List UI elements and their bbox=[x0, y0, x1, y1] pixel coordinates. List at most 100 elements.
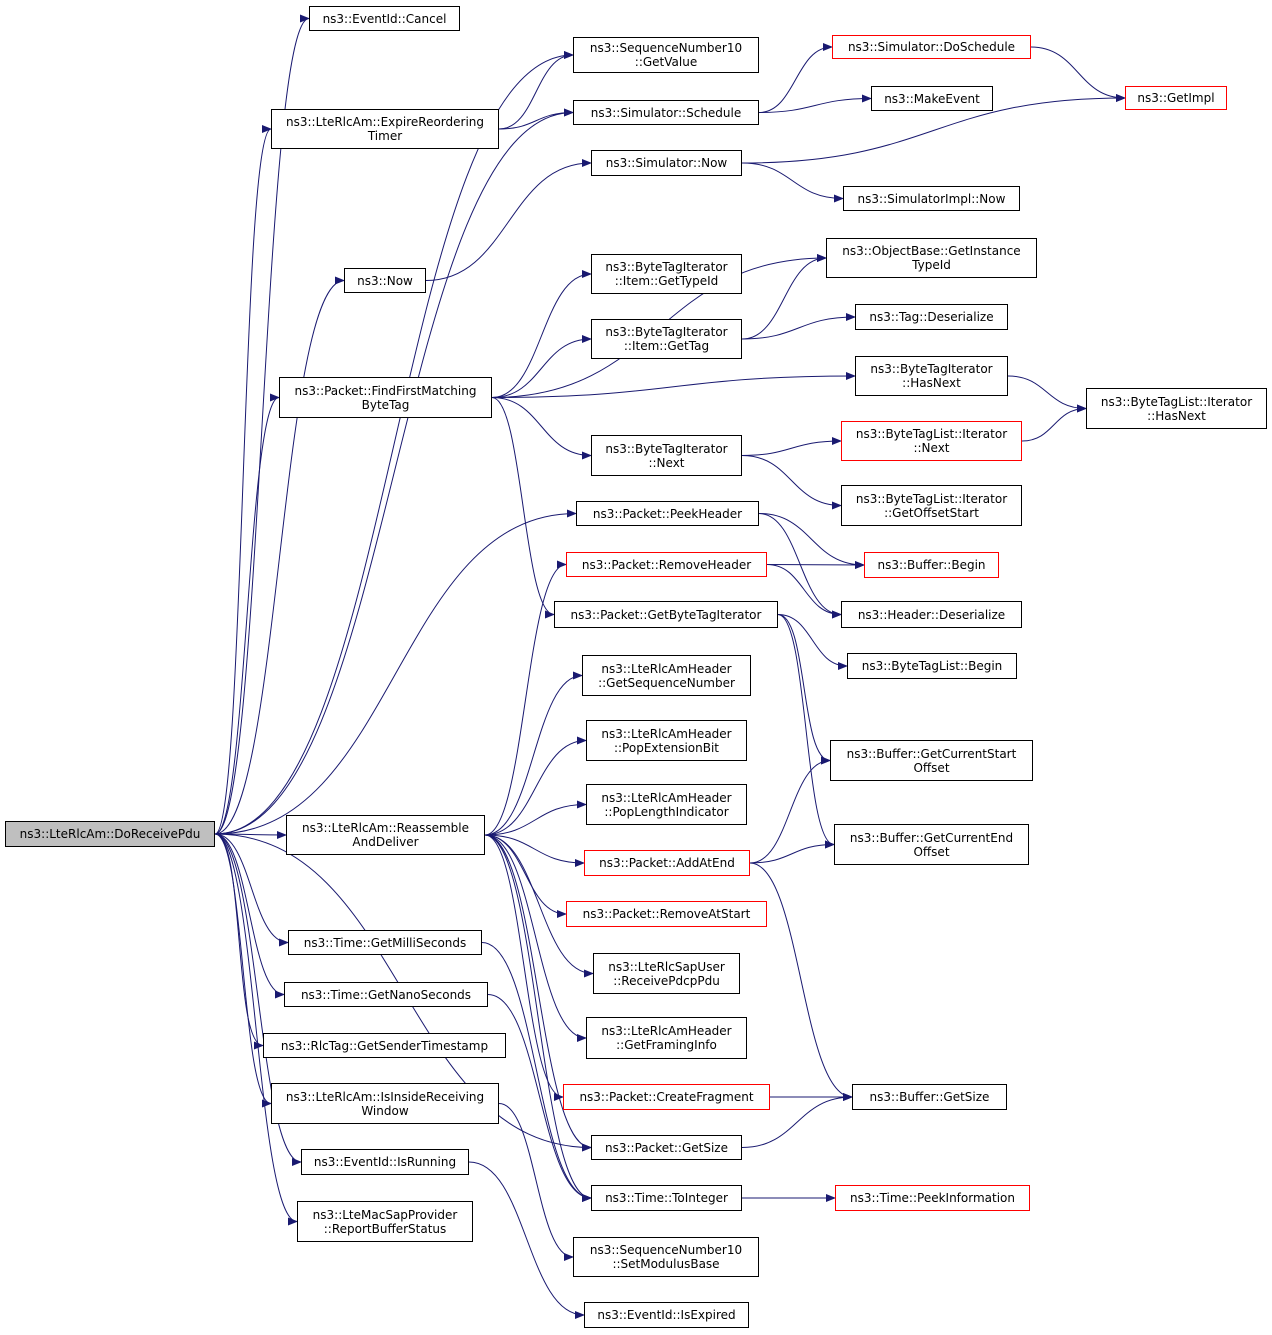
node-packet-getsize[interactable]: ns3::Packet::GetSize bbox=[591, 1135, 742, 1160]
node-ltermamheader-getsequencenumber[interactable]: ns3::LteRlcAmHeader::GetSequenceNumber bbox=[582, 655, 751, 696]
edge-bytetaglist-iterator-next-to-bytetaglist-iterator-hasnext bbox=[1021, 404, 1087, 442]
edge-packet-removeheader-to-buffer-begin bbox=[766, 560, 865, 569]
node-label: Offset bbox=[913, 844, 950, 859]
node-label: ns3::LteRlcAmHeader bbox=[601, 1024, 732, 1038]
node-label: ::GetValue bbox=[634, 55, 698, 69]
node-getimpl[interactable]: ns3::GetImpl bbox=[1125, 86, 1227, 110]
node-bytetaglist-begin[interactable]: ns3::ByteTagList::Begin bbox=[847, 653, 1017, 679]
node-label: ns3::EventId::Cancel bbox=[322, 11, 447, 26]
node-label: ::ReportBufferStatus bbox=[323, 1221, 447, 1236]
node-makeevent[interactable]: ns3::MakeEvent bbox=[871, 86, 993, 111]
node-buffer-begin[interactable]: ns3::Buffer::Begin bbox=[864, 552, 999, 578]
node-label: ns3::LteRlcAm::Reassemble bbox=[301, 821, 470, 835]
node-label: ns3::Header::Deserialize bbox=[857, 607, 1006, 622]
node-label: ns3::Time::GetNanoSeconds bbox=[300, 987, 472, 1002]
edge-bytetagiterator-item-gettag-to-tag-deserialize bbox=[741, 313, 856, 340]
edge-reassembleanddeliver-to-ltermamheader-getsequencenumber bbox=[484, 671, 583, 836]
node-bytetaglist-iterator-next[interactable]: ns3::ByteTagList::Iterator::Next bbox=[841, 421, 1022, 461]
node-packet-addatend[interactable]: ns3::Packet::AddAtEnd bbox=[584, 850, 750, 876]
node-eventid-isexpired[interactable]: ns3::EventId::IsExpired bbox=[584, 1302, 749, 1328]
edge-time-getnanoseconds-to-time-tointeger bbox=[487, 994, 592, 1202]
edge-reassembleanddeliver-to-packet-addatend bbox=[484, 834, 585, 867]
node-ltermamheader-popextensionbit[interactable]: ns3::LteRlcAmHeader::PopExtensionBit bbox=[586, 720, 747, 761]
node-bytetagiterator-item-gettypeid[interactable]: ns3::ByteTagIterator::Item::GetTypeId bbox=[591, 254, 742, 294]
edge-doreceivepdu-to-time-getnanoseconds bbox=[214, 833, 285, 999]
node-label: ::GetSequenceNumber bbox=[598, 675, 735, 690]
node-time-getnanoseconds[interactable]: ns3::Time::GetNanoSeconds bbox=[284, 982, 488, 1007]
node-simulatorimpl-now[interactable]: ns3::SimulatorImpl::Now bbox=[843, 186, 1020, 211]
node-time-tointeger[interactable]: ns3::Time::ToInteger bbox=[591, 1185, 742, 1211]
node-packet-getbytetagiterator[interactable]: ns3::Packet::GetByteTagIterator bbox=[554, 601, 778, 628]
node-label: ::HasNext bbox=[902, 376, 961, 390]
edge-reassembleanddeliver-to-packet-createfragment bbox=[484, 834, 564, 1101]
node-bytetaglist-iterator-getoffsetstart[interactable]: ns3::ByteTagList::Iterator::GetOffsetSta… bbox=[841, 485, 1022, 526]
node-label: ns3::LteRlcAmHeader bbox=[601, 661, 732, 676]
node-seqnum10-getvalue[interactable]: ns3::SequenceNumber10::GetValue bbox=[573, 37, 759, 73]
edge-ns3-now-to-simulator-now bbox=[425, 159, 592, 281]
node-buffer-getsize[interactable]: ns3::Buffer::GetSize bbox=[852, 1084, 1007, 1110]
node-label: ns3::Packet::GetByteTagIterator bbox=[570, 607, 762, 622]
edge-doreceivepdu-to-simulator-schedule bbox=[214, 108, 574, 835]
node-label: ns3::Simulator::Schedule bbox=[590, 105, 742, 120]
node-ltermamheader-poplengthindicator[interactable]: ns3::LteRlcAmHeader::PopLengthIndicator bbox=[586, 784, 747, 825]
edge-doreceivepdu-to-seqnum10-getvalue bbox=[214, 51, 574, 835]
node-simulator-doschedule[interactable]: ns3::Simulator::DoSchedule bbox=[832, 35, 1031, 59]
node-time-peekinformation[interactable]: ns3::Time::PeekInformation bbox=[835, 1185, 1030, 1211]
edge-packet-getbytetagiterator-to-buffer-getcurrentstartoffset bbox=[777, 614, 831, 765]
node-label: ns3::EventId::IsRunning bbox=[313, 1155, 457, 1169]
node-bytetaglist-iterator-hasnext[interactable]: ns3::ByteTagList::Iterator::HasNext bbox=[1086, 388, 1267, 429]
edge-packet-peekheader-to-buffer-begin bbox=[758, 513, 865, 569]
node-time-getmilliseconds[interactable]: ns3::Time::GetMilliSeconds bbox=[288, 930, 482, 955]
node-simulator-now[interactable]: ns3::Simulator::Now bbox=[591, 150, 742, 176]
node-label: ns3::ByteTagIterator bbox=[605, 260, 728, 274]
node-lterlcsapuser-receivepdcppdu[interactable]: ns3::LteRlcSapUser::ReceivePdcpPdu bbox=[593, 953, 740, 994]
node-packet-removeatstart[interactable]: ns3::Packet::RemoveAtStart bbox=[566, 901, 767, 927]
node-label: AndDeliver bbox=[352, 835, 419, 849]
node-simulator-schedule[interactable]: ns3::Simulator::Schedule bbox=[573, 100, 759, 125]
node-label: ns3::SequenceNumber10 bbox=[589, 41, 743, 55]
node-label: ns3::SimulatorImpl::Now bbox=[857, 191, 1006, 206]
node-tag-deserialize[interactable]: ns3::Tag::Deserialize bbox=[855, 304, 1008, 330]
edge-reassembleanddeliver-to-ltermamheader-getframinginfo bbox=[484, 834, 587, 1042]
node-ltemacsapprovider-reportbufferstatus[interactable]: ns3::LteMacSapProvider::ReportBufferStat… bbox=[297, 1201, 473, 1242]
node-bytetagiterator-item-gettag[interactable]: ns3::ByteTagIterator::Item::GetTag bbox=[591, 319, 742, 359]
node-packet-peekheader[interactable]: ns3::Packet::PeekHeader bbox=[576, 501, 759, 526]
node-label: ns3::Now bbox=[357, 273, 413, 288]
node-label: ns3::Packet::RemoveAtStart bbox=[582, 907, 751, 921]
node-label: ns3::LteRlcAm::DoReceivePdu bbox=[19, 827, 201, 841]
edge-doreceivepdu-to-ns3-now bbox=[214, 276, 345, 835]
node-eventid-cancel[interactable]: ns3::EventId::Cancel bbox=[309, 6, 460, 31]
node-ns3-now[interactable]: ns3::Now bbox=[344, 268, 426, 293]
node-label: ns3::ByteTagList::Begin bbox=[861, 659, 1003, 673]
node-doreceivepdu: ns3::LteRlcAm::DoReceivePdu bbox=[5, 821, 215, 847]
edge-simulator-doschedule-to-getimpl bbox=[1030, 46, 1126, 102]
node-packet-removeheader[interactable]: ns3::Packet::RemoveHeader bbox=[566, 552, 767, 577]
node-bytetagiterator-next[interactable]: ns3::ByteTagIterator::Next bbox=[591, 435, 742, 476]
node-packet-createfragment[interactable]: ns3::Packet::CreateFragment bbox=[563, 1084, 770, 1110]
node-bytetagiterator-hasnext[interactable]: ns3::ByteTagIterator::HasNext bbox=[855, 356, 1008, 396]
edge-reassembleanddeliver-to-ltermamheader-poplengthindicator bbox=[484, 800, 587, 836]
node-label: ns3::Buffer::Begin bbox=[877, 558, 986, 572]
node-label: ns3::Buffer::GetCurrentEnd bbox=[849, 830, 1014, 845]
node-seqnum10-setmodulusbase[interactable]: ns3::SequenceNumber10::SetModulusBase bbox=[573, 1237, 759, 1277]
node-label: ::GetOffsetStart bbox=[884, 505, 979, 520]
node-header-deserialize[interactable]: ns3::Header::Deserialize bbox=[841, 601, 1022, 628]
node-label: ns3::ByteTagIterator bbox=[605, 441, 728, 456]
node-label: ns3::Packet::FindFirstMatching bbox=[294, 383, 477, 398]
node-label: ::SetModulusBase bbox=[612, 1257, 720, 1271]
node-ltermamheader-getframinginfo[interactable]: ns3::LteRlcAmHeader::GetFramingInfo bbox=[586, 1017, 747, 1059]
node-label: ns3::EventId::IsExpired bbox=[597, 1308, 736, 1322]
node-rlctag-getsendertimestamp[interactable]: ns3::RlcTag::GetSenderTimestamp bbox=[263, 1033, 506, 1058]
edge-simulator-schedule-to-makeevent bbox=[758, 94, 872, 113]
node-eventid-isrunning[interactable]: ns3::EventId::IsRunning bbox=[301, 1149, 469, 1175]
edge-findfirstmatchingbytetag-to-packet-getbytetagiterator bbox=[491, 397, 555, 619]
node-label: ns3::Simulator::Now bbox=[605, 156, 728, 170]
